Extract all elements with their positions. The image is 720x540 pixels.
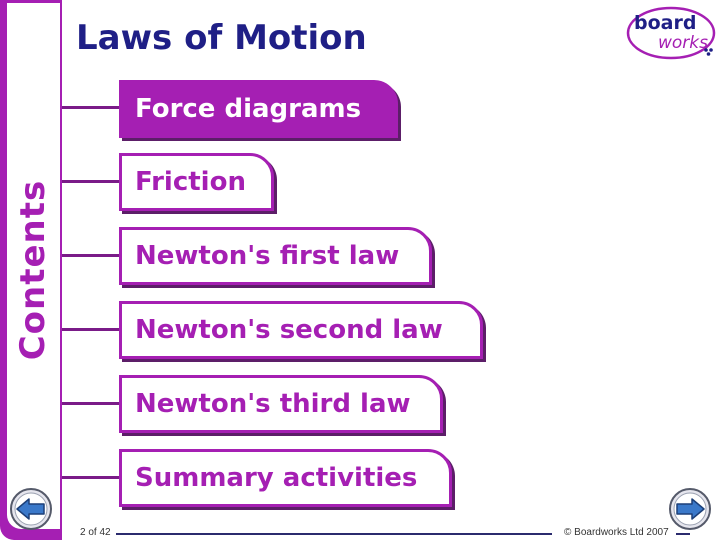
footer-divider	[116, 533, 552, 535]
menu-item-newtons-third-law[interactable]: Newton's third law	[119, 375, 443, 433]
menu-item-label: Friction	[135, 167, 246, 197]
footer-divider	[676, 533, 690, 535]
menu-connector	[62, 106, 120, 109]
menu-connector	[62, 180, 120, 183]
forward-button[interactable]	[668, 487, 712, 531]
page-title: Laws of Motion	[76, 18, 367, 58]
sidebar	[0, 0, 62, 540]
menu-item-label: Summary activities	[135, 463, 418, 493]
menu-item-label: Newton's first law	[135, 241, 400, 271]
back-button[interactable]	[9, 487, 53, 531]
svg-text:board: board	[634, 12, 696, 34]
arrow-right-icon	[669, 488, 711, 530]
menu-item-label: Newton's third law	[135, 389, 411, 419]
arrow-left-icon	[10, 488, 52, 530]
page-number: 2 of 42	[80, 527, 111, 538]
menu-connector	[62, 476, 120, 479]
menu-item-label: Force diagrams	[135, 94, 362, 124]
sidebar-panel	[7, 3, 60, 529]
contents-label: Contents	[13, 179, 53, 361]
svg-text:works: works	[658, 33, 708, 53]
menu-item-newtons-first-law[interactable]: Newton's first law	[119, 227, 432, 285]
menu-item-friction[interactable]: Friction	[119, 153, 274, 211]
menu-item-summary-activities[interactable]: Summary activities	[119, 449, 452, 507]
menu-connector	[62, 254, 120, 257]
menu-item-force-diagrams[interactable]: Force diagrams	[119, 80, 398, 138]
menu-item-label: Newton's second law	[135, 315, 443, 345]
menu-connector	[62, 402, 120, 405]
copyright: © Boardworks Ltd 2007	[564, 527, 669, 538]
boardworks-logo: board works	[626, 6, 716, 60]
menu-item-newtons-second-law[interactable]: Newton's second law	[119, 301, 483, 359]
menu-connector	[62, 328, 120, 331]
